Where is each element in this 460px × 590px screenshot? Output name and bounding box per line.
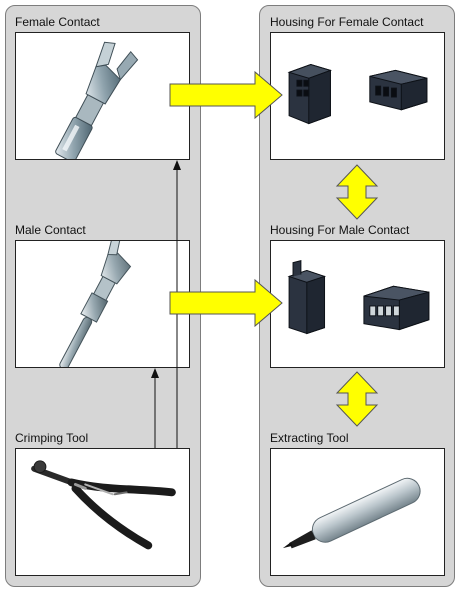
male-contact-label: Male Contact [15, 223, 86, 237]
female-contact-label: Female Contact [15, 15, 100, 29]
housing-female-label: Housing For Female Contact [270, 15, 424, 29]
crimping-tool-label: Crimping Tool [15, 431, 89, 445]
extracting-tool-icon [282, 477, 421, 549]
female-contact-icon [55, 41, 139, 159]
housing-male-image [270, 240, 445, 368]
crimping-tool-image [15, 448, 190, 576]
housing-female-image [270, 32, 445, 160]
female-housing-icon [287, 63, 428, 125]
crimping-tool-icon [31, 460, 176, 550]
extracting-tool-label: Extracting Tool [270, 431, 349, 445]
housing-male-label: Housing For Male Contact [270, 223, 410, 237]
extracting-tool-image [270, 448, 445, 576]
male-contact-image [15, 240, 190, 368]
female-contact-image [15, 32, 190, 160]
male-housing-icon [287, 260, 430, 335]
male-contact-icon [59, 241, 132, 367]
